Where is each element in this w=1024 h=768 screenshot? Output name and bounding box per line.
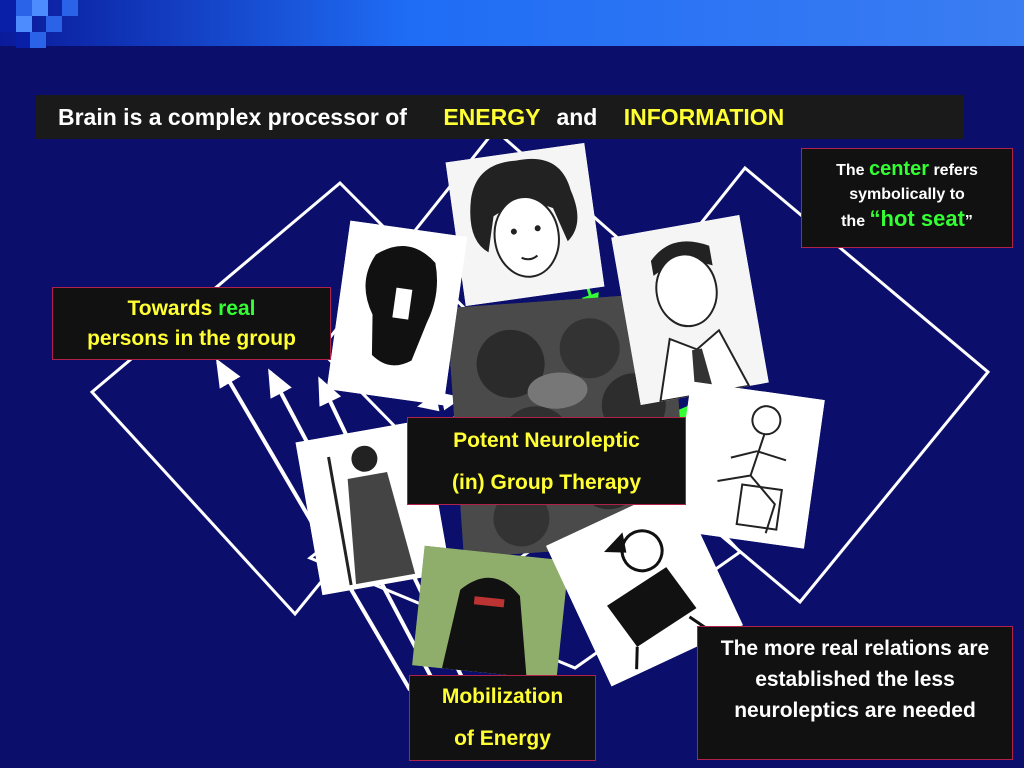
note-text: ” [964,213,973,230]
decor-square [16,0,32,16]
right-box-text: The more real relations are established … [720,637,990,722]
center-box-text: Potent Neuroleptic [453,429,640,452]
seated-man-sketch-icon [670,381,825,549]
note-text: refers [933,162,978,179]
note-hot-seat: “hot seat [869,206,965,231]
cartoon-figure-icon [546,484,743,687]
left-box-real: real [218,297,256,320]
bottom-box-text: of Energy [454,727,551,750]
center-note-box: The center refers symbolically to the “h… [801,148,1013,248]
veiled-woman-photo-icon [412,545,569,681]
decor-square [46,16,62,32]
potent-neuroleptic-box: Potent Neuroleptic (in) Group Therapy [407,417,686,505]
decor-square [16,32,32,48]
decor-square [32,0,48,16]
note-text: The [836,162,865,179]
note-text: symbolically to [849,186,965,203]
real-relations-box: The more real relations are established … [697,626,1013,760]
mobilization-box: Mobilization of Energy [409,675,596,761]
note-text: the [841,213,866,230]
bottom-box-text: Mobilization [441,685,564,708]
decor-square [16,16,32,32]
title-energy: ENERGY [443,104,541,130]
center-box-text: (in) Group Therapy [452,471,641,494]
left-box-text: persons in the group [87,327,296,350]
title-text: Brain is a complex processor of [58,104,407,130]
note-center: center [868,158,929,180]
towards-real-persons-box: Towards real persons in the group [52,287,331,360]
decor-square [62,0,78,16]
silhouette-profile-icon [326,220,468,406]
page-title: Brain is a complex processor of ENERGY a… [36,95,964,139]
top-gradient-bar [0,0,1024,46]
decor-square [0,0,16,16]
decor-square [30,32,46,48]
woman-sketch-icon [445,142,605,307]
title-information: INFORMATION [623,104,785,130]
title-and: and [556,104,598,130]
left-box-text: Towards [127,297,213,320]
decor-square [0,16,16,32]
man-tie-sketch-icon [611,215,769,405]
